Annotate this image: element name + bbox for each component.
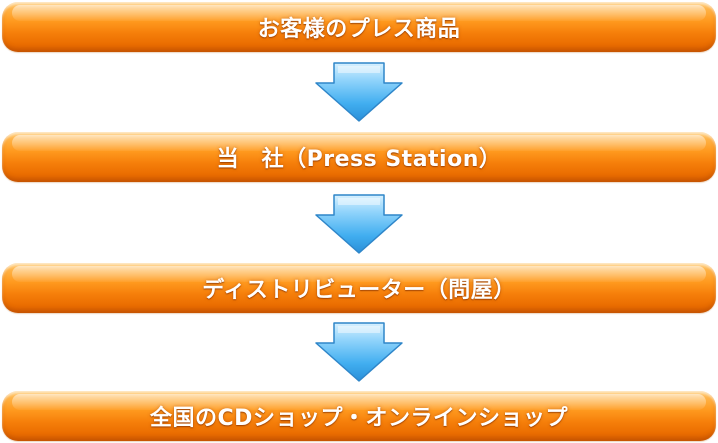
flow-step-distributor: ディストリビューター（問屋）: [2, 263, 716, 313]
step-label: ディストリビューター（問屋）: [202, 278, 516, 303]
flow-step-customer-product: お客様のプレス商品: [2, 2, 716, 52]
down-arrow-icon: [315, 322, 403, 382]
down-arrow-icon: [315, 62, 403, 122]
step-label: 全国のCDショップ・オンラインショップ: [150, 406, 568, 431]
step-label: 当 社（Press Station）: [216, 147, 502, 172]
down-arrow-icon: [315, 194, 403, 254]
flow-step-cd-shops: 全国のCDショップ・オンラインショップ: [2, 391, 716, 441]
step-label: お客様のプレス商品: [257, 17, 461, 42]
flow-step-press-station: 当 社（Press Station）: [2, 132, 716, 182]
